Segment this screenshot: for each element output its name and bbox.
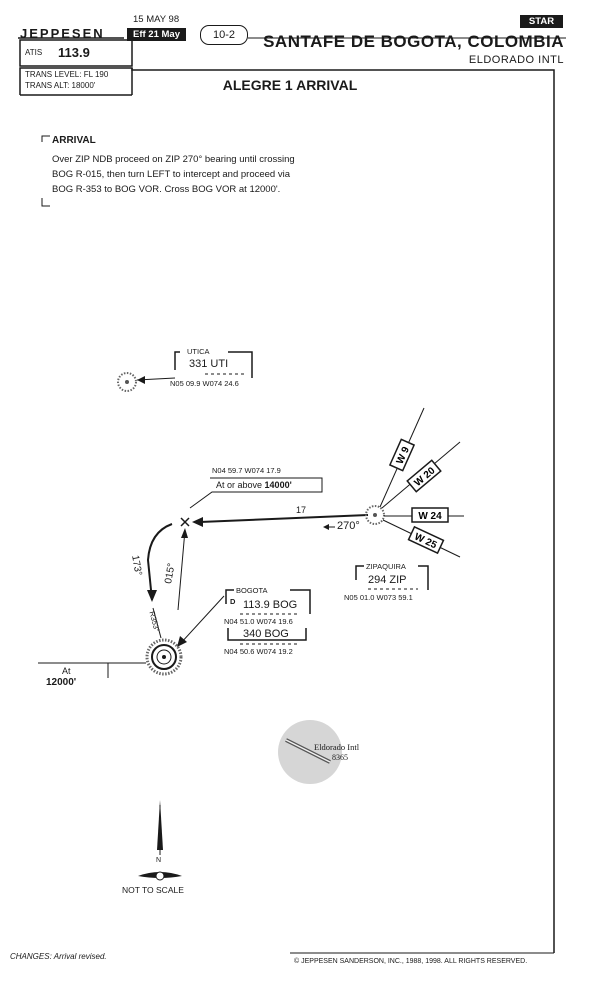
atis-frequency: 113.9 <box>58 45 90 60</box>
bogota-box-left <box>225 589 234 604</box>
airway-w20-box: W 20 <box>406 459 442 493</box>
airport-name: ELDORADO INTL <box>468 54 564 66</box>
crossing-altitude: 12000' <box>46 677 77 688</box>
airway-w25-label: W 25 <box>412 531 438 551</box>
chart-date: 15 MAY 98 <box>133 14 180 25</box>
bogota-ndb-coords: N04 50.6 W074 19.2 <box>224 647 293 656</box>
airway-w24-label: W 24 <box>418 511 442 522</box>
zip-name: ZIPAQUIRA <box>366 562 406 571</box>
runway-centerline <box>285 739 331 763</box>
airway-w25-box: W 25 <box>407 525 445 555</box>
not-to-scale-label: NOT TO SCALE <box>122 885 184 895</box>
arrival-bracket-bottom <box>41 198 50 207</box>
airway-w24-box: W 24 <box>411 507 449 523</box>
bogota-box-right <box>290 589 311 614</box>
fix-x-marker <box>180 517 190 527</box>
route-bearing: 270° <box>337 520 360 532</box>
changes-text: Arrival revised. <box>53 952 107 961</box>
chart-number: 10-2 <box>200 25 248 45</box>
airport-elevation: 8365 <box>332 753 348 762</box>
bogota-ndb-ident: 340 BOG <box>243 628 289 640</box>
route-arrowhead <box>192 517 203 527</box>
jeppesen-brand: JEPPESEN <box>20 26 105 41</box>
route-zip-to-fix <box>199 514 369 523</box>
utica-pointer-head <box>137 376 145 384</box>
procedure-type-badge: STAR <box>520 15 563 28</box>
crossing-prefix: At <box>62 666 71 676</box>
zip-box-right <box>418 565 429 590</box>
chart-frame <box>19 67 555 953</box>
airway-w9-box: W 9 <box>388 438 416 472</box>
restriction-box <box>189 477 323 509</box>
atis-label: ATIS <box>25 48 43 57</box>
bogota-name: BOGOTA <box>236 586 268 595</box>
bogota-pointer-head <box>177 636 187 647</box>
zip-ident: 294 ZIP <box>368 574 407 586</box>
bearing-arrow-head <box>323 524 329 530</box>
arrival-bracket-top <box>41 135 50 142</box>
utica-box-left <box>174 351 180 370</box>
utica-ndb-symbol <box>117 372 137 392</box>
airport-label: Eldorado Intl <box>314 742 360 752</box>
trans-level: TRANS LEVEL: FL 190 <box>25 70 109 79</box>
trans-altitude: TRANS ALT: 18000' <box>25 81 96 90</box>
route-distance: 17 <box>296 505 307 515</box>
radial-015-arrowhead <box>181 528 188 538</box>
effective-date-badge: Eff 21 May <box>127 28 186 41</box>
arrival-description: Over ZIP NDB proceed on ZIP 270° bearing… <box>52 154 295 195</box>
procedure-name: ALEGRE 1 ARRIVAL <box>222 77 358 93</box>
utica-coords: N05 09.9 W074 24.6 <box>170 379 239 388</box>
zip-box-left <box>355 565 364 580</box>
radial-353-line <box>152 607 162 639</box>
atis-box <box>19 39 133 67</box>
utica-ident: 331 UTI <box>189 358 229 370</box>
zip-coords: N05 01.0 W073 59.1 <box>344 593 413 602</box>
radial-015-line <box>177 529 186 611</box>
fix-restriction-prefix: At or above <box>216 480 263 490</box>
zipaquira-ndb-symbol <box>365 505 385 525</box>
changes-label: CHANGES: <box>10 952 52 961</box>
fix-restriction-altitude: 14000' <box>264 480 292 490</box>
bogota-ndb-box <box>227 628 307 641</box>
north-arrow-head <box>157 800 163 850</box>
bogota-vor-symbol <box>145 638 183 676</box>
fix-coords: N04 59.7 W074 17.9 <box>212 466 281 475</box>
bogota-vor-coords: N04 51.0 W074 19.6 <box>224 617 293 626</box>
utica-box-right <box>228 351 253 378</box>
route-turn-arc <box>146 523 173 601</box>
bogota-vor-ident: 113.9 BOG <box>243 599 298 611</box>
north-label: N <box>156 857 162 864</box>
route-turn-arrowhead <box>147 590 157 602</box>
dme-mark: D <box>230 597 236 606</box>
bogota-pointer <box>179 595 225 645</box>
arrival-heading: ARRIVAL <box>52 135 96 146</box>
utica-name: UTICA <box>187 347 210 356</box>
fix-restriction: At or above 14000' <box>216 480 292 490</box>
changes-note: CHANGES: Arrival revised. <box>10 952 107 961</box>
copyright: © JEPPESEN SANDERSON, INC., 1988, 1998. … <box>294 958 528 965</box>
city-title: SANTAFE DE BOGOTA, COLOMBIA <box>263 32 564 51</box>
